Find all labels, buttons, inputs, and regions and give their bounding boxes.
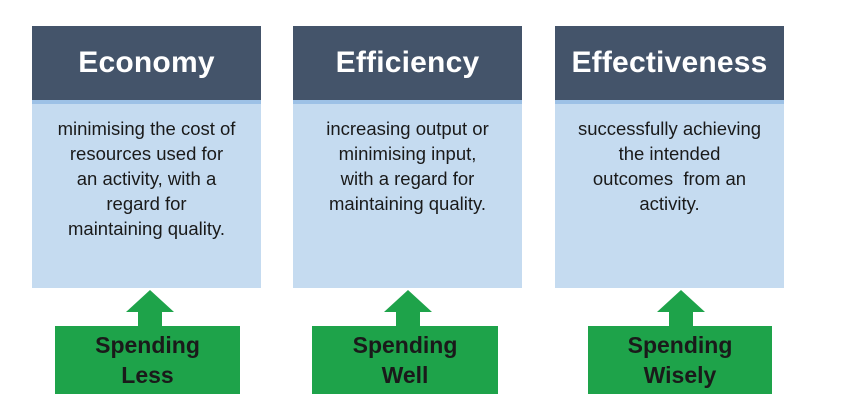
description-line: maintaining quality. — [68, 218, 225, 239]
description-line: resources used for — [69, 143, 224, 164]
arrow-up-icon — [384, 290, 432, 327]
description-line: with a regard for — [340, 168, 475, 189]
concept-title: Economy — [32, 26, 261, 100]
tag-line: Spending — [95, 332, 200, 358]
description-line: maintaining quality. — [329, 193, 486, 214]
description-line: activity. — [639, 193, 700, 214]
concept-efficiency: Efficiency increasing output or minimisi… — [293, 26, 522, 288]
description-line: regard for — [106, 193, 187, 214]
concept-description: minimising the cost of resources used fo… — [32, 100, 261, 288]
arrow-up-icon — [657, 290, 705, 327]
description-line: successfully achieving — [577, 118, 762, 139]
tag-line: Spending — [627, 332, 733, 358]
spending-tag-less: Spending Less — [55, 326, 240, 394]
concept-economy: Economy minimising the cost of resources… — [32, 26, 261, 288]
tag-line: Well — [381, 362, 429, 388]
concept-title: Effectiveness — [555, 26, 784, 100]
description-line: minimising input, — [338, 143, 477, 164]
tag-line: Spending — [352, 332, 458, 358]
description-line: minimising the cost of — [57, 118, 236, 139]
tag-line: Wisely — [643, 362, 717, 388]
description-line: outcomes from an — [592, 168, 747, 189]
description-line: an activity, with a — [76, 168, 217, 189]
spending-tag-wisely: Spending Wisely — [588, 326, 772, 394]
concept-effectiveness: Effectiveness successfully achieving the… — [555, 26, 784, 288]
concept-title: Efficiency — [293, 26, 522, 100]
concept-description: increasing output or minimising input, w… — [293, 100, 522, 288]
tag-line: Less — [121, 362, 174, 388]
spending-tag-well: Spending Well — [312, 326, 498, 394]
arrow-up-icon — [126, 290, 174, 327]
description-line: the intended — [618, 143, 721, 164]
description-line: increasing output or — [326, 118, 489, 139]
concept-description: successfully achieving the intended outc… — [555, 100, 784, 288]
